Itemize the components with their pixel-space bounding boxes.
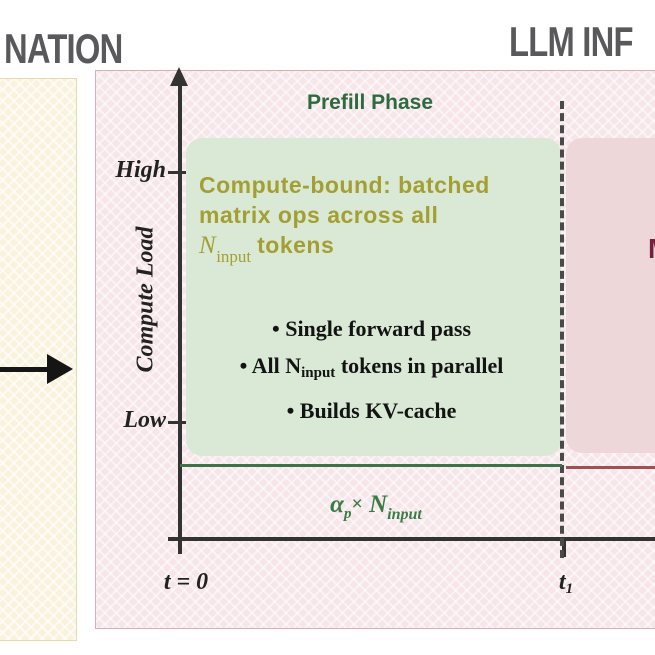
bullet2-pre: All N xyxy=(251,353,302,378)
phase-separator-dashed-line xyxy=(560,101,564,558)
bullet-builds-kv-cache: • Builds KV-cache xyxy=(172,392,571,429)
prefill-headline: Compute-bound: batched matrix ops across… xyxy=(199,170,490,272)
y-axis-title: Compute Load xyxy=(132,226,159,373)
y-label-low: Low xyxy=(123,407,166,433)
stage-title-left-partial: NATION xyxy=(4,25,123,72)
decode-info-box xyxy=(566,138,655,453)
times-symbol: × xyxy=(351,493,363,515)
bullet-single-forward-pass: • Single forward pass xyxy=(172,310,571,347)
y-label-high: High xyxy=(115,157,166,183)
prefill-info-box: Compute-bound: batched matrix ops across… xyxy=(186,138,561,456)
stage-title-llm-inference-partial: LLM INF xyxy=(509,18,634,65)
flow-arrow-icon xyxy=(47,354,73,384)
decode-box-text-fragment: M xyxy=(648,233,655,265)
bullet3-text: Builds KV-cache xyxy=(299,398,457,423)
bullet-marker: • xyxy=(286,398,295,423)
alpha-subscript: p xyxy=(343,506,352,522)
prefill-cost-formula: αp× Ninput xyxy=(226,491,526,524)
bullet2-post: tokens in parallel xyxy=(335,353,504,378)
y-axis-line xyxy=(178,77,182,540)
prefill-compute-load-line xyxy=(180,464,562,467)
prefill-headline-line1: Compute-bound: batched xyxy=(199,172,490,198)
x-tick-origin xyxy=(178,541,182,554)
n-subscript: input xyxy=(216,247,252,266)
y-tick-low xyxy=(168,421,186,424)
flow-arrow-shaft xyxy=(0,367,51,372)
x-axis-line xyxy=(168,537,655,541)
formula-n-subscript: input xyxy=(387,506,422,523)
llm-inference-panel: Prefill Phase High Low Compute Load t = … xyxy=(95,67,655,629)
bullet-all-tokens-parallel: • All Ninput tokens in parallel xyxy=(172,347,571,392)
prefill-headline-line2: matrix ops across all xyxy=(199,202,439,228)
prefill-bullet-list: • Single forward pass • All Ninput token… xyxy=(172,310,571,429)
bullet-marker: • xyxy=(239,353,248,378)
y-tick-high xyxy=(168,171,186,174)
x-label-t1-sub: 1 xyxy=(565,581,574,597)
bullet2-subscript: input xyxy=(301,365,336,381)
alpha-symbol: α xyxy=(330,491,344,518)
x-label-t0: t = 0 xyxy=(163,569,209,595)
prefill-phase-title: Prefill Phase xyxy=(306,91,434,114)
formula-n-symbol: N xyxy=(369,491,388,518)
x-label-t1: t1 xyxy=(511,569,621,598)
decode-compute-load-line xyxy=(566,466,655,469)
bullet1-text: Single forward pass xyxy=(285,316,471,341)
n-symbol: N xyxy=(199,232,217,259)
tokens-word: tokens xyxy=(257,232,335,258)
x-label-t1-base: t xyxy=(558,569,566,595)
bullet-marker: • xyxy=(272,316,280,341)
prefill-headline-line3: Ninput tokens xyxy=(199,230,490,272)
y-axis-arrowhead-icon xyxy=(170,67,188,86)
